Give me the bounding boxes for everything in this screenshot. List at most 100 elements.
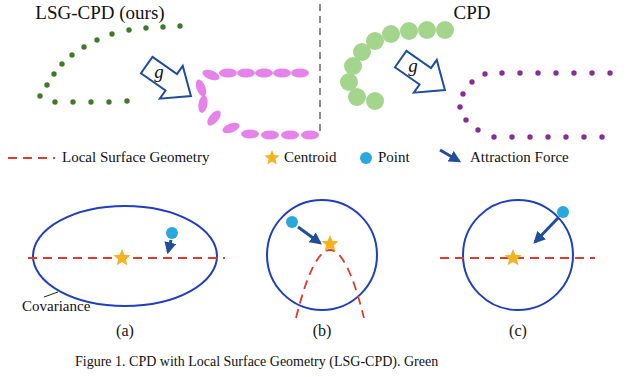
isotropic-gaussian: [382, 25, 400, 43]
gravity-label: g: [151, 60, 167, 84]
target-point: [545, 134, 550, 139]
target-point: [607, 70, 612, 75]
force-arrow: [298, 227, 320, 243]
surface-sample: [8, 157, 55, 159]
source-point: [52, 99, 57, 104]
target-point: [589, 70, 594, 75]
anisotropic-gaussian: [273, 69, 291, 78]
covariance-ellipse: [33, 206, 217, 306]
centroid-star: [504, 249, 521, 265]
anisotropic-gaussian: [219, 69, 237, 78]
point: [166, 227, 178, 239]
legend-label: Attraction Force: [470, 149, 569, 166]
point: [557, 206, 569, 218]
block-arrow: [135, 49, 202, 113]
centroid-star: [264, 150, 279, 165]
source-point: [94, 37, 99, 42]
target-point: [553, 70, 558, 75]
anisotropic-gaussian: [301, 131, 319, 140]
source-point: [109, 31, 114, 36]
gravity-arrow: g: [138, 58, 198, 102]
anisotropic-gaussian: [197, 94, 209, 113]
target-point: [499, 70, 504, 75]
anisotropic-gaussian: [291, 69, 309, 78]
target-point: [469, 79, 474, 84]
target-point: [563, 134, 568, 139]
source-point: [177, 23, 182, 28]
target-point: [482, 71, 487, 76]
panel-title: CPD: [454, 2, 491, 24]
source-point: [106, 99, 111, 104]
target-point: [475, 127, 480, 132]
subfigure-label: (b): [313, 322, 332, 340]
legend-label: Centroid: [284, 149, 337, 166]
target-point: [581, 134, 586, 139]
target-point: [571, 70, 576, 75]
legend-label: Point: [378, 149, 410, 166]
isotropic-gaussian: [418, 21, 436, 39]
source-point: [88, 99, 93, 104]
subfigure-label: (a): [116, 322, 134, 340]
covariance-circle: [463, 200, 573, 310]
source-point: [44, 82, 49, 87]
isotropic-gaussian: [400, 22, 418, 40]
callout-label: Covariance: [22, 298, 90, 315]
gravity-arrow: g: [392, 52, 452, 96]
target-point: [509, 134, 514, 139]
force-arrow: [168, 240, 171, 252]
isotropic-gaussian: [366, 92, 384, 110]
centroid-star: [321, 235, 338, 251]
isotropic-gaussian: [436, 21, 454, 39]
anisotropic-gaussian: [205, 108, 223, 128]
covariance-circle: [267, 200, 377, 310]
gravity-label: g: [405, 54, 421, 78]
source-point: [69, 52, 74, 57]
source-point: [143, 25, 148, 30]
target-point: [517, 70, 522, 75]
point-sample: [360, 152, 372, 164]
anisotropic-gaussian: [241, 130, 259, 139]
isotropic-gaussian: [348, 88, 366, 106]
point: [286, 216, 298, 228]
anisotropic-gaussian: [194, 78, 209, 98]
legend-label: Local Surface Geometry: [62, 149, 209, 166]
source-point: [59, 61, 64, 66]
anisotropic-gaussian: [281, 131, 299, 140]
figure-caption: Figure 1. CPD with Local Surface Geometr…: [75, 354, 438, 370]
target-point: [535, 70, 540, 75]
anisotropic-gaussian: [255, 69, 273, 78]
surface-curve: [296, 250, 364, 318]
source-point: [70, 99, 75, 104]
anisotropic-gaussian: [201, 68, 221, 83]
source-point: [124, 98, 129, 103]
leader-line: [44, 292, 58, 297]
source-point: [160, 24, 165, 29]
block-arrow-shape: [138, 58, 198, 102]
source-point: [37, 93, 42, 98]
force-sample: [440, 150, 459, 161]
anisotropic-gaussian: [221, 121, 241, 136]
block-arrow: [389, 43, 456, 107]
block-arrow-shape: [392, 52, 452, 96]
source-point: [126, 27, 131, 32]
point-sets: [37, 21, 612, 265]
target-point: [457, 104, 462, 109]
target-point: [463, 117, 468, 122]
isotropic-gaussian: [344, 57, 362, 75]
source-point: [81, 44, 86, 49]
anisotropic-gaussian: [261, 131, 279, 140]
anisotropic-gaussian: [237, 69, 255, 78]
force-arrow: [535, 218, 558, 242]
target-point: [491, 134, 496, 139]
target-point: [460, 91, 465, 96]
target-point: [527, 134, 532, 139]
panel-title: LSG-CPD (ours): [35, 2, 164, 24]
centroid-star: [113, 249, 130, 265]
target-point: [599, 134, 604, 139]
divider: [319, 4, 321, 135]
source-point: [51, 71, 56, 76]
